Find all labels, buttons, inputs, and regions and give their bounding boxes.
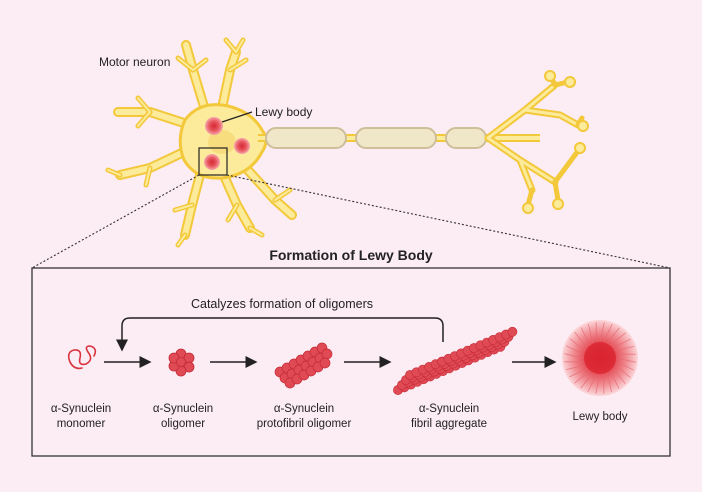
lewy-body-ray xyxy=(574,332,588,348)
axon-terminal xyxy=(484,70,589,214)
stage-labels: α-Synuclein monomer α-Synuclein oligomer… xyxy=(51,403,628,430)
feedback-label: Catalyzes formation of oligomers xyxy=(191,297,373,311)
stage-label-protofibril-l2: protofibril oligomer xyxy=(257,418,352,430)
lewy-body-spots xyxy=(204,117,250,170)
lewy-body-ray xyxy=(599,322,605,342)
lewy-body-ray xyxy=(612,368,626,384)
formation-panel xyxy=(31,267,671,457)
stage-label-fibril-l2: fibril aggregate xyxy=(411,418,487,430)
lewy-body-ray xyxy=(564,353,584,359)
lewy-body-ray xyxy=(565,365,585,370)
lewy-body-ray xyxy=(610,371,620,389)
stage-label-oligomer-l1: α-Synuclein xyxy=(153,403,213,415)
fibril-aggregate-icon xyxy=(393,326,518,395)
dendrites xyxy=(105,37,297,248)
lewy-body-label: Lewy body xyxy=(255,105,312,119)
zoom-lines xyxy=(31,174,671,269)
myelin-sheaths xyxy=(265,127,487,149)
oligomer-icon xyxy=(168,348,195,377)
lewy-body-ray xyxy=(580,327,590,345)
lewy-body-ray xyxy=(616,357,636,363)
lewy-body-ray xyxy=(580,373,593,389)
fibril-bead xyxy=(507,326,518,337)
stage-label-oligomer-l2: oligomer xyxy=(161,418,205,430)
stage-label-protofibril-l1: α-Synuclein xyxy=(274,403,334,415)
lewy-body-ray xyxy=(574,370,590,384)
stage-label-monomer-l1: α-Synuclein xyxy=(51,403,111,415)
lewy-body-ray xyxy=(569,368,587,378)
zoom-selection-box xyxy=(198,147,228,176)
lewy-body-ray xyxy=(569,338,585,351)
stage-label-monomer-l2: monomer xyxy=(57,418,106,430)
lewy-body-ray xyxy=(613,338,631,348)
lewy-label-leader xyxy=(221,111,253,123)
motor-neuron: Lewy body Motor neuron xyxy=(99,37,589,248)
lewy-body-ray xyxy=(603,323,613,342)
lewy-body-ray xyxy=(595,374,601,394)
lewy-body-ray xyxy=(607,327,620,343)
stage-label-fibril-l1: α-Synuclein xyxy=(419,403,479,415)
protofibril-icon xyxy=(274,342,333,389)
lewy-body-ray xyxy=(615,346,635,351)
lewy-body-ray xyxy=(607,373,612,393)
lewy-body-ray xyxy=(588,323,593,343)
terminal-bulbs xyxy=(522,70,589,214)
lewy-body-ray xyxy=(565,345,584,355)
monomer-icon xyxy=(67,345,97,370)
motor-neuron-label: Motor neuron xyxy=(99,55,170,69)
lewy-body-ray xyxy=(616,361,635,371)
lewy-body-ray xyxy=(615,365,631,378)
stage-label-lewy-body: Lewy body xyxy=(573,411,628,423)
lewy-body-icon xyxy=(562,320,638,396)
feedback-arrow xyxy=(116,317,444,352)
lewy-body-ray xyxy=(610,332,626,346)
panel-title: Formation of Lewy Body xyxy=(269,247,433,263)
lewy-body-ray xyxy=(587,374,597,393)
